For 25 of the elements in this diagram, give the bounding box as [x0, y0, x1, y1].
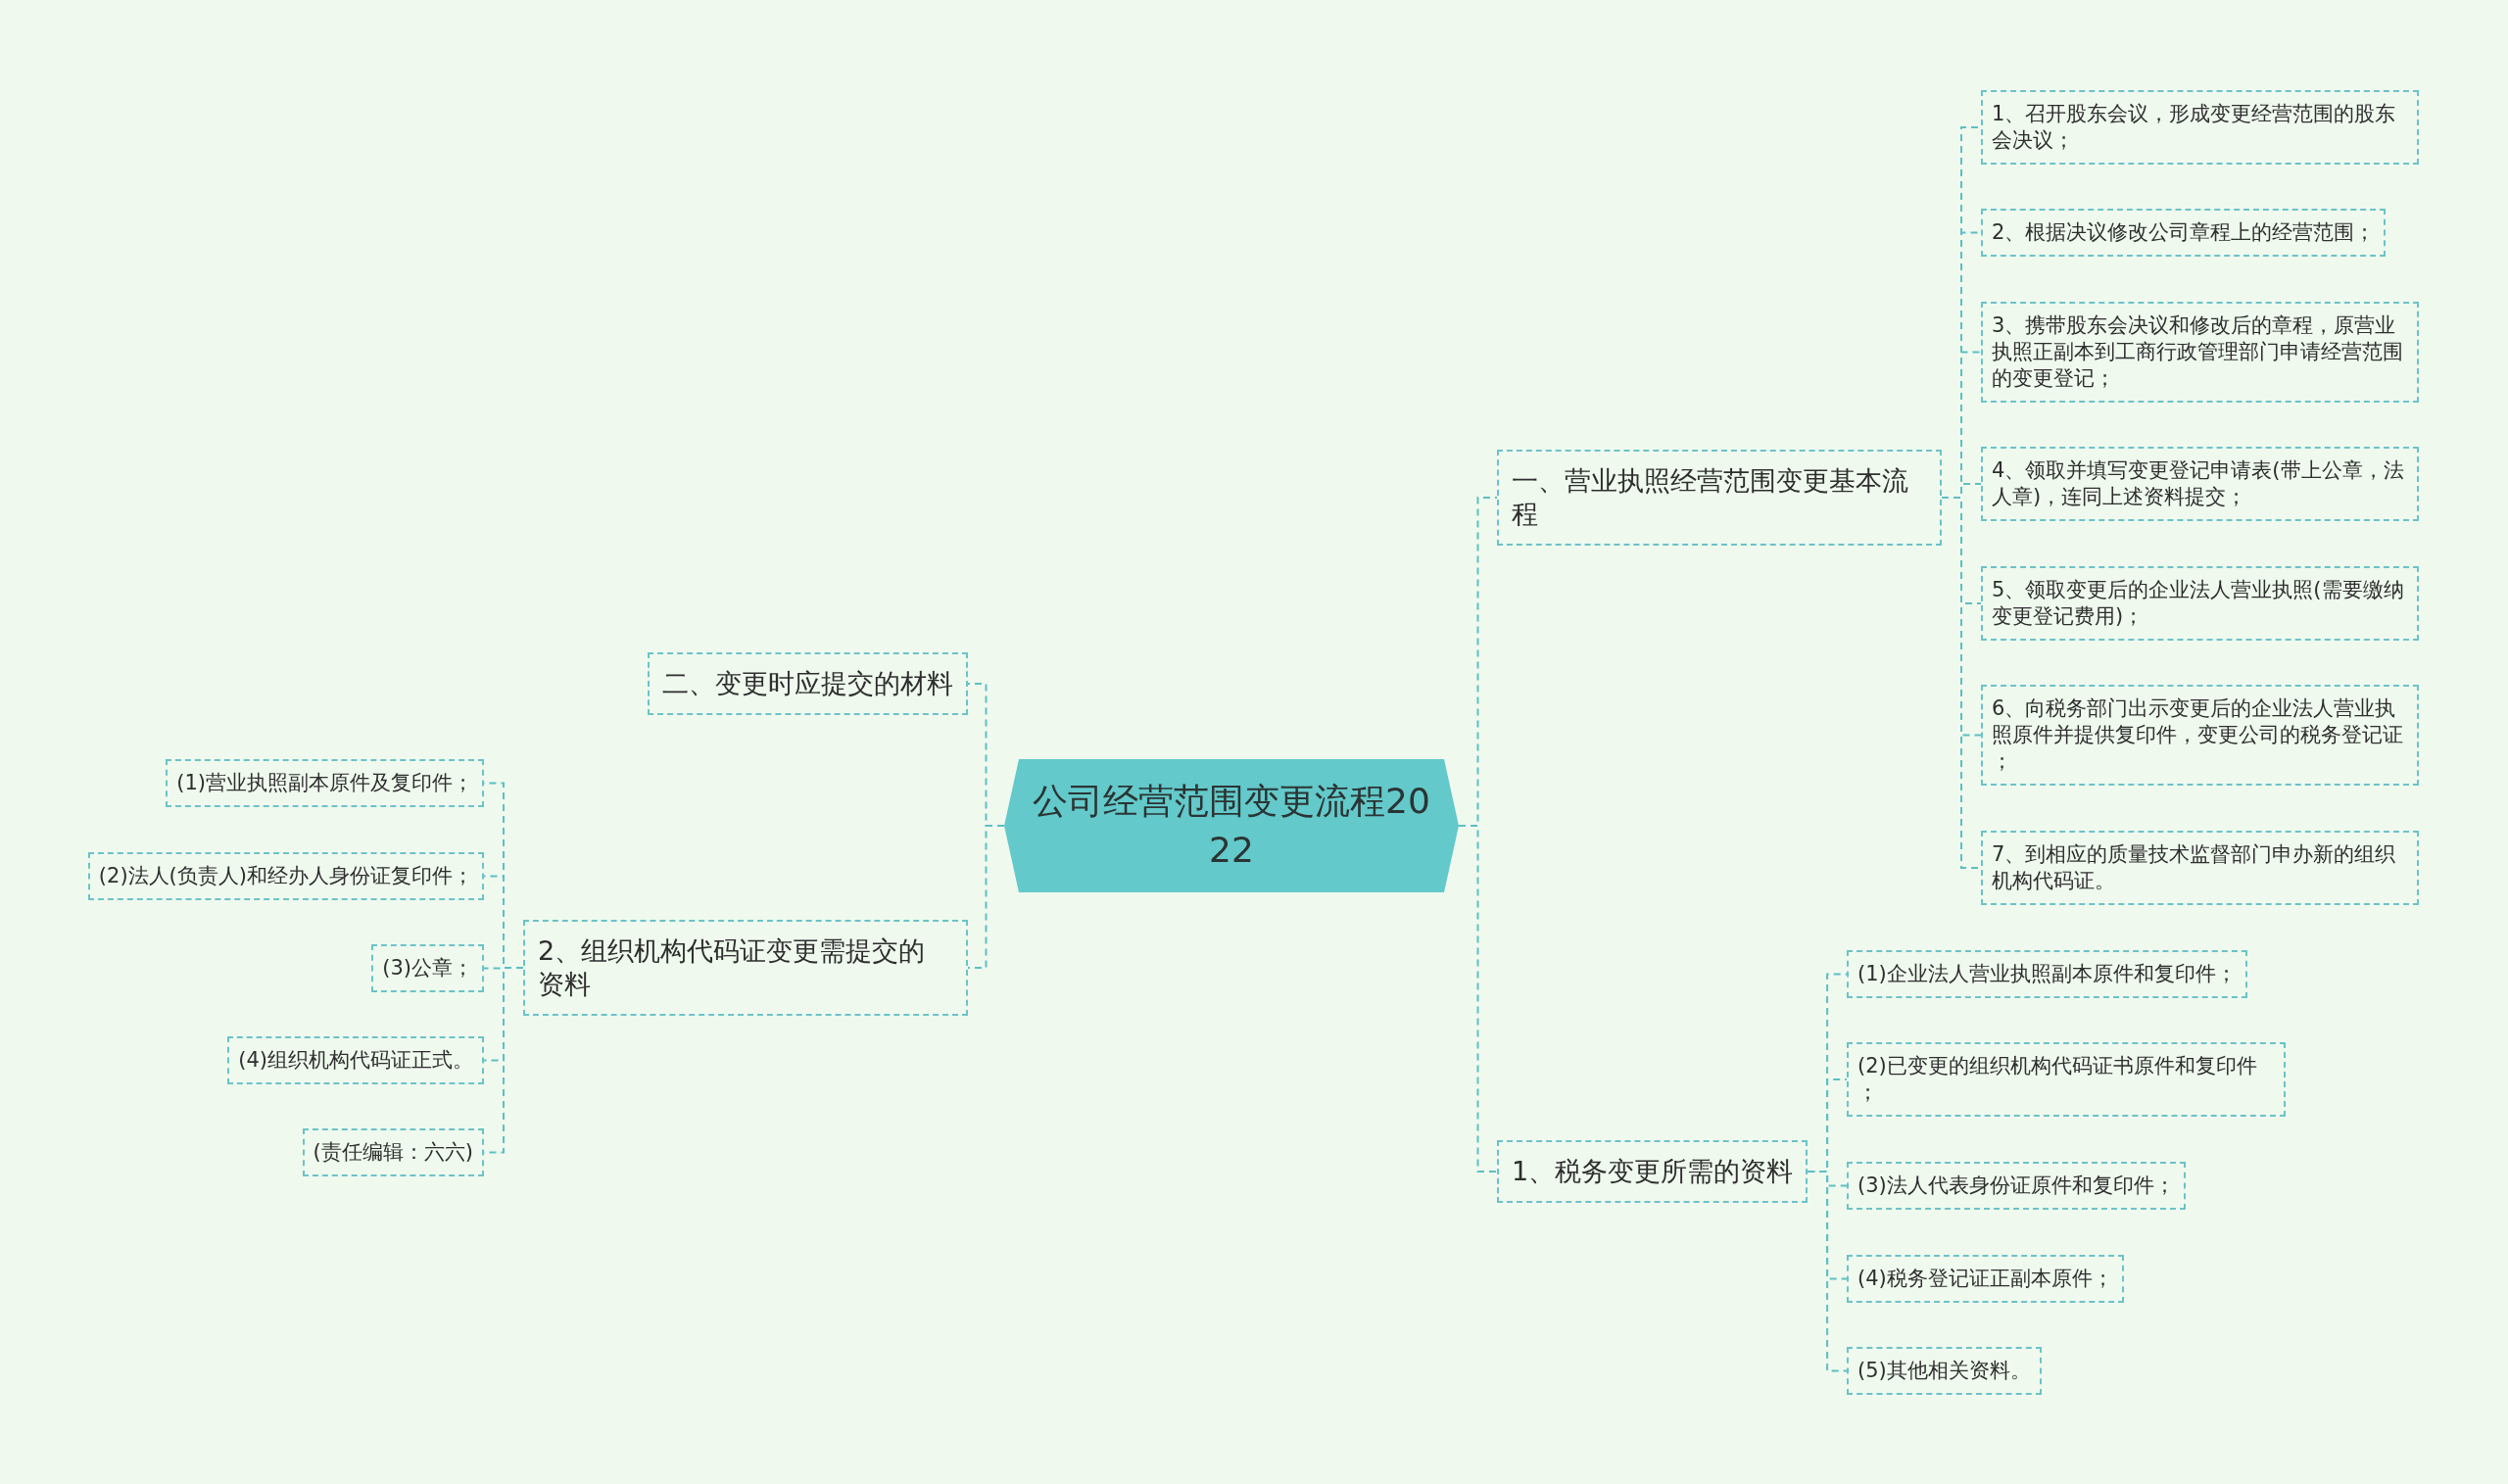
item-card: (1)企业法人营业执照副本原件和复印件； — [1847, 950, 2247, 998]
item-card: (3)法人代表身份证原件和复印件； — [1847, 1162, 2186, 1210]
central-topic: 公司经营范围变更流程2022 — [1004, 759, 1459, 892]
topic-card: 2、组织机构代码证变更需提交的资料 — [523, 920, 968, 1016]
topic-card: 一、营业执照经营范围变更基本流程 — [1497, 450, 1942, 546]
item-card: (3)公章； — [371, 944, 484, 992]
topic-card: 1、税务变更所需的资料 — [1497, 1140, 1809, 1203]
item-card: 1、召开股东会议，形成变更经营范围的股东会决议； — [1981, 90, 2419, 165]
item-card: (责任编辑：六六) — [302, 1128, 484, 1176]
item-card: 5、领取变更后的企业法人营业执照(需要缴纳变更登记费用)； — [1981, 566, 2419, 641]
item-card: (5)其他相关资料。 — [1847, 1347, 2042, 1395]
item-card: 4、领取并填写变更登记申请表(带上公章，法人章)，连同上述资料提交； — [1981, 447, 2419, 521]
topic-card: 二、变更时应提交的材料 — [648, 652, 968, 715]
item-card: (2)法人(负责人)和经办人身份证复印件； — [87, 852, 484, 900]
connector-line — [1807, 1171, 1848, 1372]
item-card: 2、根据决议修改公司章程上的经营范围； — [1981, 209, 2387, 257]
item-card: (4)组织机构代码证正式。 — [227, 1036, 484, 1084]
item-card: (2)已变更的组织机构代码证书原件和复印件； — [1847, 1042, 2286, 1117]
item-card: 6、向税务部门出示变更后的企业法人营业执照原件并提供复印件，变更公司的税务登记证； — [1981, 685, 2419, 786]
connector-line — [483, 967, 524, 1154]
item-card: 3、携带股东会决议和修改后的章程，原营业执照正副本到工商行政管理部门申请经营范围的变更登记； — [1981, 302, 2419, 403]
connector-line — [967, 825, 1005, 969]
item-card: (1)营业执照副本原件及复印件； — [166, 759, 484, 807]
item-card: (4)税务登记证正副本原件； — [1847, 1255, 2124, 1303]
item-card: 7、到相应的质量技术监督部门申办新的组织机构代码证。 — [1981, 831, 2419, 905]
